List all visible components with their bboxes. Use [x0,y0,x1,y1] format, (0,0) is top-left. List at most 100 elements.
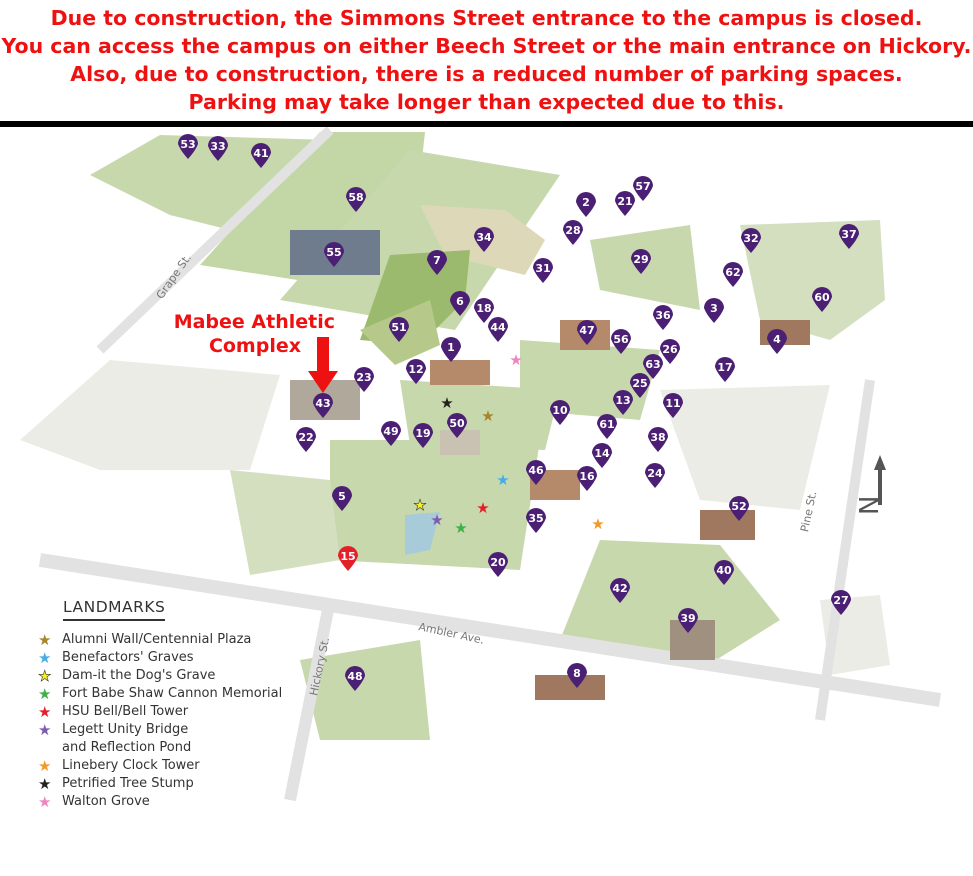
building-pin-23[interactable]: 23 [354,367,374,392]
building-pin-48[interactable]: 48 [345,666,365,691]
legend-label: Linebery Clock Tower [62,758,200,773]
building-pin-47[interactable]: 47 [577,320,597,345]
building-pin-17[interactable]: 17 [715,357,735,382]
pin-number: 15 [340,550,355,563]
building-pin-24[interactable]: 24 [645,463,665,488]
building-pin-38[interactable]: 38 [648,427,668,452]
landmark-star-icon[interactable]: ★ [454,519,467,537]
building-pin-61[interactable]: 61 [597,414,617,439]
pin-number: 8 [573,667,581,680]
landmark-star-icon[interactable]: ★ [591,515,604,533]
map-pin-icon [678,608,698,633]
building-pin-60[interactable]: 60 [812,287,832,312]
landmark-star-icon[interactable]: ★ [476,499,489,517]
construction-notice: Due to construction, the Simmons Street … [0,0,973,122]
map-pin-icon [643,354,663,379]
pin-number: 17 [717,361,732,374]
map-ground [20,127,942,802]
building-pin-42[interactable]: 42 [610,578,630,603]
building-pin-12[interactable]: 12 [406,359,426,384]
building-pin-14[interactable]: 14 [592,443,612,468]
arrow-down-icon [308,337,338,393]
landmark-star-icon[interactable]: ★ [430,511,443,529]
map-pin-icon [413,423,433,448]
building-pin-41[interactable]: 41 [251,143,271,168]
building-pin-11[interactable]: 11 [663,393,683,418]
building-pin-10[interactable]: 10 [550,400,570,425]
map-pin-icon [345,666,365,691]
building-pin-43[interactable]: 43 [312,392,334,418]
building-pin-35[interactable]: 35 [526,508,546,533]
star-icon: ★ [38,649,52,667]
building-pin-3[interactable]: 3 [704,298,724,323]
building-pin-2[interactable]: 2 [576,192,596,217]
building-pin-58[interactable]: 58 [346,187,366,212]
building-pin-26[interactable]: 26 [660,339,680,364]
pin-number: 1 [447,341,455,354]
landmark-star-icon[interactable]: ★ [509,351,522,369]
legend-label: HSU Bell/Bell Tower [62,704,189,719]
pin-number: 4 [773,333,781,346]
landmark-star-icon[interactable]: ★ [440,394,453,412]
building-pin-15[interactable]: 15 [338,546,358,571]
pin-number: 53 [180,138,195,151]
legend-item: ★Legett Unity Bridge [38,721,282,739]
building-pin-27[interactable]: 27 [831,590,851,615]
building-pin-4[interactable]: 4 [767,329,787,354]
building-pin-49[interactable]: 49 [381,421,401,446]
legend-label: Legett Unity Bridge [62,722,189,737]
building-pin-40[interactable]: 40 [714,560,734,585]
building-pin-29[interactable]: 29 [631,248,651,274]
building-pin-8[interactable]: 8 [567,663,587,688]
building-pin-55[interactable]: 55 [324,242,344,267]
map-pin-icon [653,305,673,330]
map-pin-icon [633,176,653,201]
pin-number: 24 [647,467,663,480]
building-pin-33[interactable]: 33 [208,136,228,161]
building-pin-62[interactable]: 62 [723,262,743,287]
building-pin-44[interactable]: 44 [488,317,508,342]
building-pin-20[interactable]: 20 [488,552,508,577]
landmark-star-icon[interactable]: ★ [481,407,494,425]
legend-item: ★Fort Babe Shaw Cannon Memorial [38,685,282,703]
building-pin-25[interactable]: 25 [630,373,650,398]
building-pin-16[interactable]: 16 [577,466,597,491]
building-pin-22[interactable]: 22 [296,427,316,452]
building-pin-34[interactable]: 34 [474,227,494,252]
building-pin-39[interactable]: 39 [678,608,698,633]
building-pin-63[interactable]: 63 [643,354,663,379]
building-pin-32[interactable]: 32 [741,228,761,253]
building-pin-31[interactable]: 31 [533,258,553,283]
building-pin-28[interactable]: 28 [563,220,583,245]
building-pin-5[interactable]: 5 [332,486,352,511]
map-pin-icon [296,427,316,452]
building-pin-21[interactable]: 21 [615,191,635,216]
divider [0,121,973,127]
landmark-star-icon[interactable]: ★ [496,471,509,489]
building-pin-1[interactable]: 1 [441,337,461,362]
building-pin-6[interactable]: 6 [450,291,470,316]
legend-label: Alumni Wall/Centennial Plaza [62,632,252,647]
legend-item: ★Linebery Clock Tower [38,757,282,775]
building-pin-51[interactable]: 51 [389,317,409,342]
building-pin-52[interactable]: 52 [729,496,749,521]
landmark-star-icon[interactable]: ★ [413,496,427,515]
map-pin-icon [312,392,334,418]
building-pin-37[interactable]: 37 [839,224,859,249]
building-pin-50[interactable]: 50 [447,413,467,438]
building-pin-7[interactable]: 7 [427,250,447,275]
map-pin-icon [577,466,597,491]
pin-number: 29 [633,253,648,266]
map-pin-icon [178,134,198,159]
building-pin-36[interactable]: 36 [653,305,673,330]
building-pin-18[interactable]: 18 [474,298,494,323]
building-pin-13[interactable]: 13 [613,390,633,415]
building-pin-57[interactable]: 57 [633,176,653,201]
building-pin-19[interactable]: 19 [413,423,433,448]
legend-label: Walton Grove [62,794,150,809]
map-pin-icon [714,560,734,585]
building-pin-56[interactable]: 56 [611,329,631,354]
building-pin-46[interactable]: 46 [526,460,546,485]
building-pin-53[interactable]: 53 [178,134,198,159]
